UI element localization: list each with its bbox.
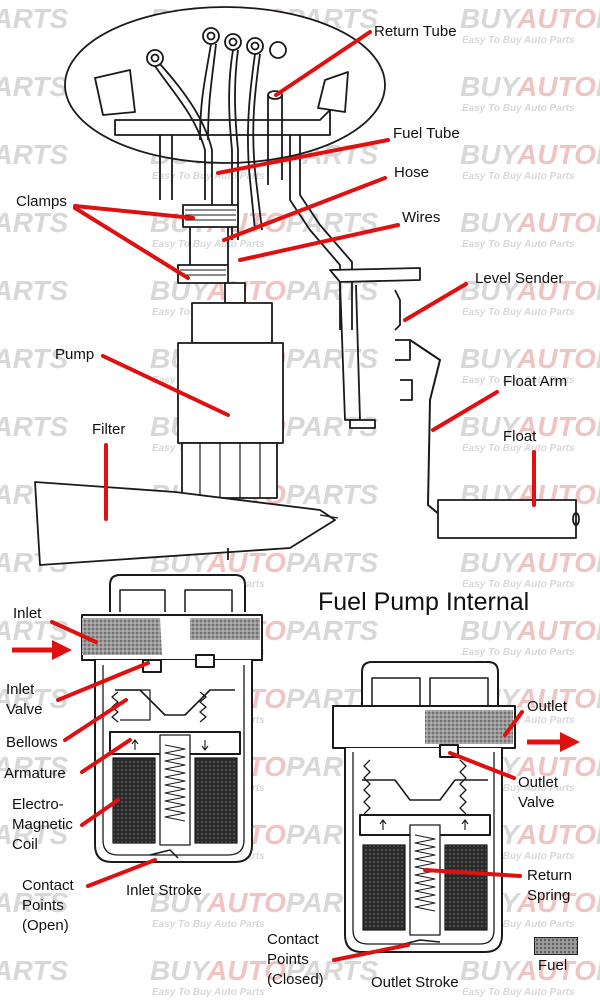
watermark-logo: BUYAUTOPARTS <box>150 275 379 306</box>
watermark-logo: BUYAUTOPARTS <box>0 887 69 918</box>
watermark-logo: BUYAUTOPARTS <box>0 139 69 170</box>
label-contact-points-closed: Contact Points (Closed) <box>267 931 324 988</box>
watermark-tagline: Easy To Buy Auto Parts <box>462 443 575 454</box>
watermark-tagline: Easy To Buy Auto Parts <box>462 579 575 590</box>
label-hose: Hose <box>394 164 430 181</box>
watermark-tagline: Easy To Buy Auto Parts <box>462 919 575 930</box>
watermark-tagline: Easy To Buy Auto Parts <box>462 375 575 386</box>
watermark-tagline: Easy To Buy Auto Parts <box>462 647 575 658</box>
watermark-logo: BUYAUTOPARTS <box>150 955 379 986</box>
label-fuel-tube: Fuel Tube <box>393 125 460 142</box>
label-outlet: Outlet <box>527 698 568 715</box>
label-inlet-valve: Inlet Valve <box>6 681 43 718</box>
outlet-stroke-section <box>332 661 580 953</box>
watermark-tagline: Easy To Buy Auto Parts <box>462 987 575 998</box>
label-armature: Armature <box>4 765 66 782</box>
watermark-logo: BUYAUTOPARTS <box>460 71 600 102</box>
label-level-sender: Level Sender <box>475 270 564 287</box>
watermark-tagline: Easy To Buy Auto Parts <box>462 239 575 250</box>
watermark-logo: BUYAUTOPARTS <box>0 411 69 442</box>
watermark-tagline: Easy To Buy Auto Parts <box>462 715 575 726</box>
label-return-spring: Return Spring <box>527 867 573 904</box>
watermark-logo: BUYAUTOPARTS <box>0 207 69 238</box>
watermark-tagline: Easy To Buy Auto Parts <box>462 307 575 318</box>
label-bellows: Bellows <box>6 734 58 751</box>
watermark-logo: BUYAUTOPARTS <box>460 3 600 34</box>
label-wires: Wires <box>402 209 441 226</box>
watermark-logo: BUYAUTOPARTS <box>0 343 69 374</box>
watermark-logo: BUYAUTOPARTS <box>460 955 600 986</box>
label-outlet-stroke: Outlet Stroke <box>371 974 459 991</box>
watermark-logo: BUYAUTOPARTS <box>0 275 69 306</box>
leader-lines <box>50 30 536 962</box>
label-inlet: Inlet <box>13 605 42 622</box>
watermark-tagline: Easy To Buy Auto Parts <box>152 919 265 930</box>
watermark-logo: BUYAUTOPARTS <box>460 207 600 238</box>
watermark-tagline: Easy To Buy Auto Parts <box>462 103 575 114</box>
fuel-legend-swatch <box>534 937 578 955</box>
watermark-logo: BUYAUTOPARTS <box>460 615 600 646</box>
watermark-logo: BUYAUTOPARTS <box>0 955 69 986</box>
watermark-logo: BUYAUTOPARTS <box>460 547 600 578</box>
watermark-logo: BUYAUTOPARTS <box>0 751 69 782</box>
label-electro-magnetic-coil: Electro- Magnetic Coil <box>12 796 73 853</box>
label-clamps: Clamps <box>16 193 67 210</box>
watermark-logo: BUYAUTOPARTS <box>0 819 69 850</box>
watermark-logo: BUYAUTOPARTS <box>460 139 600 170</box>
label-inlet-stroke: Inlet Stroke <box>126 882 202 899</box>
label-filter: Filter <box>92 421 126 438</box>
watermark-logo: BUYAUTOPARTS <box>460 275 600 306</box>
label-pump: Pump <box>55 346 95 363</box>
inlet-stroke-section <box>12 574 263 863</box>
watermark-tagline: Easy To Buy Auto Parts <box>462 171 575 182</box>
watermark-tagline: Easy To Buy Auto Parts <box>152 171 265 182</box>
watermark-tagline: Easy To Buy Auto Parts <box>462 851 575 862</box>
label-outlet-valve: Outlet Valve <box>518 774 559 811</box>
watermark-tagline: Easy To Buy Auto Parts <box>152 987 265 998</box>
watermark-tagline: Easy To Buy Auto Parts <box>462 35 575 46</box>
label-return-tube: Return Tube <box>374 23 457 40</box>
watermark-logo: BUYAUTOPARTS <box>460 411 600 442</box>
watermark-logo: BUYAUTOPARTS <box>0 3 69 34</box>
watermark-tagline: Easy To Buy Auto Parts <box>462 783 575 794</box>
watermark-logo: BUYAUTOPARTS <box>150 887 379 918</box>
label-float: Float <box>503 428 537 445</box>
fuel-pump-assembly <box>34 6 580 566</box>
watermark-logo: BUYAUTOPARTS <box>0 71 69 102</box>
watermark-tagline: Easy To Buy Auto Parts <box>152 239 265 250</box>
legend-fuel-label: Fuel <box>538 957 568 974</box>
label-contact-points-open: Contact Points (Open) <box>22 877 74 934</box>
label-float-arm: Float Arm <box>503 373 568 390</box>
watermark-logo: BUYAUTOPARTS <box>460 343 600 374</box>
watermark-logo: BUYAUTOPARTS <box>0 615 69 646</box>
diagram-title: Fuel Pump Internal <box>318 588 530 616</box>
